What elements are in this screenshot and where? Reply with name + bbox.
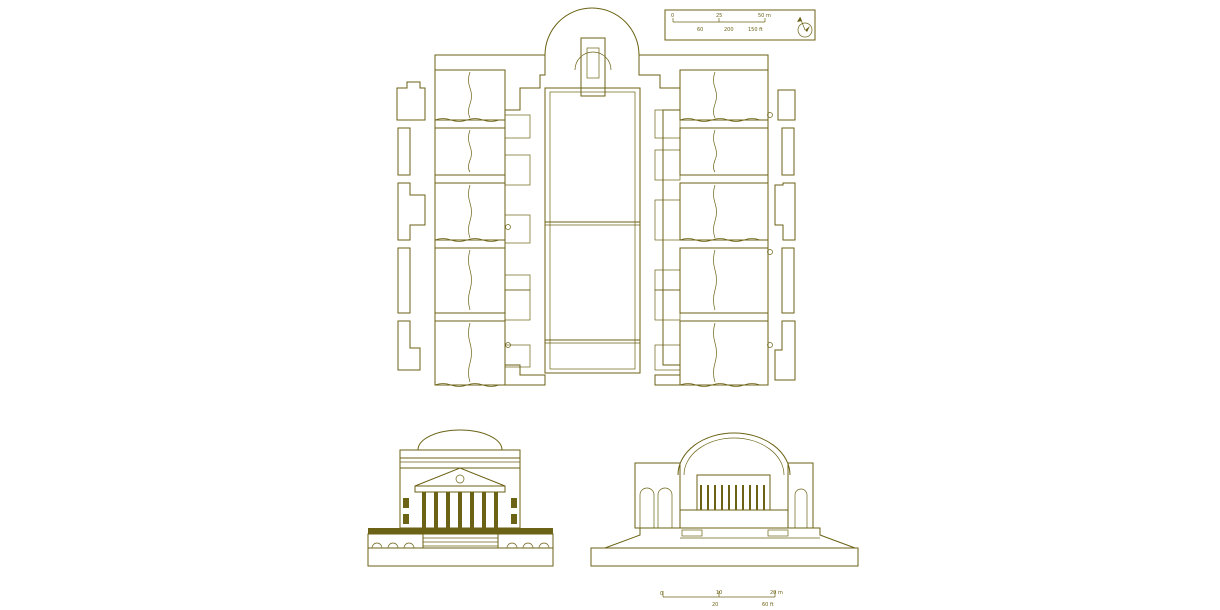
scale-top-imperial-2: 150 ft [748,27,763,33]
right-pavilions [505,69,773,387]
north-arrow-icon [797,16,813,38]
plan-outline [434,54,546,386]
left-pavilions [434,69,531,387]
front-elevation [367,429,554,567]
front-dome [417,429,503,451]
scale-bottom-imperial-1: 60 ft [762,602,774,608]
scale-bottom-metric-2: 20 m [770,590,783,596]
scale-bottom-imperial-0: 20 [712,602,718,608]
scale-top-metric-0: 0 [671,13,674,19]
scale-top-metric-1: 25 [716,13,722,19]
section-dome [677,432,791,476]
floor-plan [396,7,796,387]
rotunda-apse [544,7,640,56]
scale-top-metric-2: 50 m [758,13,771,19]
scale-top-imperial-0: 60 [697,27,703,33]
outer-ranges [396,81,796,381]
scale-bar-bottom: 0 10 20 m 20 60 ft [660,590,783,608]
scale-top-imperial-1: 200 [724,27,734,33]
central-lawn [544,87,641,374]
scale-bottom-metric-1: 10 [716,590,722,596]
scale-bottom-metric-0: 0 [660,591,663,597]
scale-bar-top: 0 25 50 m 60 200 150 ft [664,9,816,41]
section-drawing [590,432,859,567]
